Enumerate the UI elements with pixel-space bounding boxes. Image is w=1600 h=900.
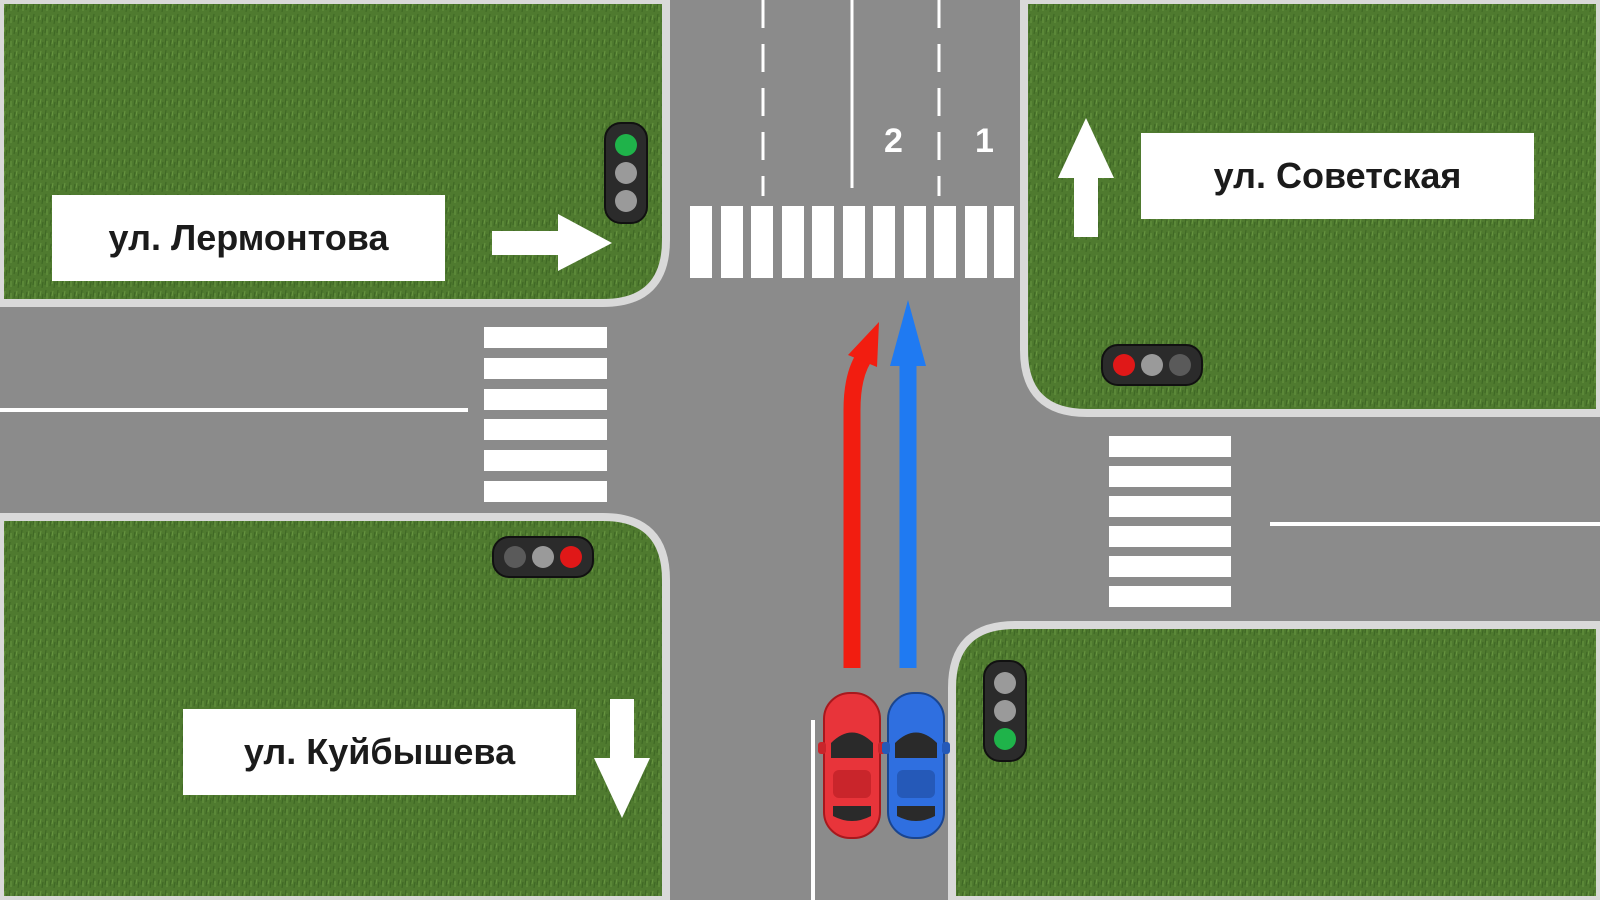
- traffic-light-north-west: [604, 122, 648, 224]
- grass-block-south-east: [948, 621, 1600, 900]
- red-path-arrowhead: [848, 322, 879, 367]
- lane-number-1: 1: [975, 122, 994, 160]
- street-label-kuybysheva: ул. Куйбышева: [183, 709, 576, 795]
- arrow-right-icon: [492, 214, 612, 271]
- crosswalk-north: [690, 206, 1014, 278]
- grass-block-south-west: [0, 513, 670, 900]
- blue-car-icon: [882, 692, 950, 839]
- red-car-icon: [818, 692, 886, 839]
- crosswalk-west: [484, 327, 607, 502]
- street-label-lermontova: ул. Лермонтова: [52, 195, 445, 281]
- arrow-down-icon: [594, 699, 650, 818]
- crosswalk-east: [1109, 436, 1231, 607]
- arrow-up-icon: [1058, 118, 1114, 237]
- traffic-light-south-west: [492, 536, 594, 578]
- blue-path-arrowhead: [890, 300, 926, 366]
- traffic-light-south-east: [983, 660, 1027, 762]
- lane-number-2: 2: [884, 122, 903, 160]
- traffic-light-north-east: [1101, 344, 1203, 386]
- street-label-sovetskaya: ул. Советская: [1141, 133, 1534, 219]
